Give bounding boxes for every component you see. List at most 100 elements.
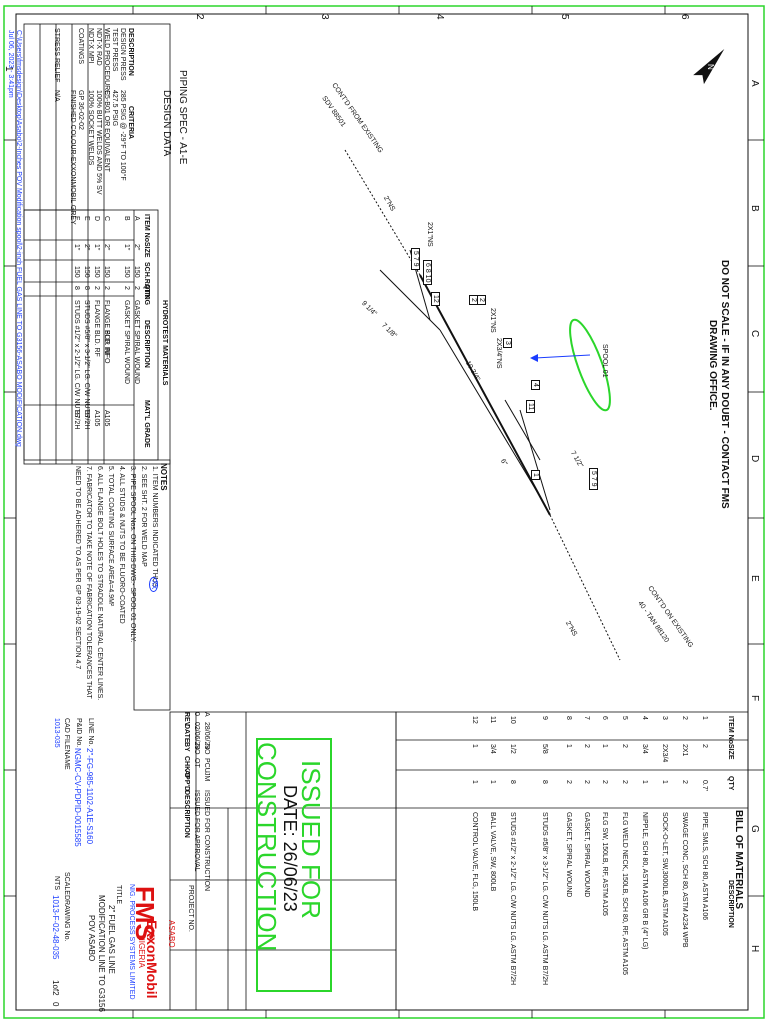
hydrotest-item: D <box>93 216 100 222</box>
bom-item: 10 <box>509 716 516 724</box>
spec-description: TEST PRESS <box>111 28 118 72</box>
revision-header: BY <box>183 742 190 752</box>
project-label: PROJECT NO. <box>187 885 194 932</box>
hydrotest-grade: A105 <box>93 410 100 427</box>
bom-header: SIZE <box>727 744 734 760</box>
revision-header: DESCRIPTION <box>183 790 190 838</box>
callout-box: 12 <box>431 292 440 306</box>
grid-row-label-6: 6 <box>679 14 690 20</box>
revision-rev: 0 <box>193 712 200 716</box>
bom-qty: 1 <box>641 780 648 784</box>
bom-description: CONTROL VALVE, FLG, 150LB <box>471 812 478 912</box>
grid-col-label-h: H <box>749 945 760 953</box>
title-line3: POV ASABO <box>87 915 96 962</box>
bom-qty: 8 <box>541 780 548 784</box>
hydrotest-header: ITEM No. <box>143 214 150 244</box>
note-item: 2. SEE SHT. 2 FOR WELD MAP <box>140 466 147 567</box>
hydrotest-rating: 150 <box>133 266 140 278</box>
construction-stamp <box>256 738 332 992</box>
note-item: 3. PIPE SPOOL Nos. ON THIS DWG:- SPOOL 0… <box>129 466 136 643</box>
bom-description: PIPE, SMLS, SCH 80, ASTM A106 <box>701 812 708 921</box>
hydrotest-qty: 2 <box>93 286 100 290</box>
bom-qty: 1 <box>489 780 496 784</box>
hydrotest-item: B <box>123 216 130 221</box>
spec-description: NDT-X MPI <box>87 28 94 64</box>
spec-description: STRESS RELIEF <box>53 28 60 83</box>
grid-row-label-3: 3 <box>319 14 330 20</box>
hydrotest-size: 1" <box>123 244 130 251</box>
bom-size: 3/4 <box>489 744 496 754</box>
revision-chk: OT <box>193 758 200 768</box>
north-label: N <box>706 64 715 70</box>
hydrotest-size: 1" <box>73 244 80 251</box>
spec-criteria: N/A <box>53 90 60 102</box>
grid-row-label-5: 5 <box>559 14 570 20</box>
hydrotest-qty: 8 <box>73 286 80 290</box>
hydrotest-item: A <box>133 216 140 221</box>
grid-col-label-e: E <box>749 575 760 582</box>
bom-size: 2 <box>621 744 628 748</box>
callout-box: 6 8 10 <box>423 260 432 286</box>
grid-col-label-d: D <box>749 455 760 463</box>
hydrotest-rating: 150 <box>93 266 100 278</box>
file-date: Jul 06, 2023 - 3:41pm <box>7 30 14 98</box>
bom-size: 1 <box>565 744 572 748</box>
bom-qty: 2 <box>681 780 688 784</box>
hydrotest-description: GASKET SPIRAL WOUND <box>133 300 140 385</box>
bom-item: 2 <box>681 716 688 720</box>
hydrotest-size: 1" <box>93 244 100 251</box>
bom-size: 5/8 <box>541 744 548 754</box>
callout-box: 1 <box>531 470 540 480</box>
spec-criteria: 100% BUTT WELDS AND 5% SV <box>95 90 102 195</box>
bom-qty: 2 <box>583 780 590 784</box>
bom-description: STUDS #1/2" x 2-1/2" LG. C/W NUTS LG. AS… <box>509 812 516 986</box>
hydrotest-rating: 150 <box>73 266 80 278</box>
revision-chk: PCU <box>203 758 210 773</box>
drawing-no: 1013-F-02-48-035 <box>51 895 60 960</box>
hydrotest-title: HYDROTEST MATERIALS <box>161 300 168 386</box>
revision-header: DATE <box>183 724 190 743</box>
note-item: 1. ITEM NUMBERS INDICATED THUS <box>151 466 158 588</box>
bom-item: 4 <box>641 716 648 720</box>
callout-box: 11 <box>526 400 535 414</box>
hydrotest-size: 2" <box>83 244 90 251</box>
drawing-label: DRAWING No. <box>63 895 70 942</box>
label-spool: SPOOL 01 <box>601 344 608 378</box>
spec-description: NDT-X RAD <box>95 28 102 66</box>
company-full-name: NIG. PROCESS SYSTEMS LIMITED <box>128 884 135 1000</box>
hydrotest-qty: 2 <box>133 286 140 290</box>
hydrotest-grade: A105 <box>103 410 110 427</box>
grid-col-label-g: G <box>749 825 760 833</box>
bom-qty: 2 <box>621 780 628 784</box>
revision-header: APP'D <box>183 770 190 792</box>
hydrotest-item: E <box>83 216 90 221</box>
bom-description: FLG SW, 150LB, RF, ASTM A105 <box>601 812 608 916</box>
bom-item: 8 <box>565 716 572 720</box>
spec-criteria: GP 36-02-02 <box>77 90 84 130</box>
grid-row-label-4: 4 <box>434 14 445 20</box>
bom-size: 2 <box>701 744 708 748</box>
client-logo: ExxonMobil <box>144 920 160 999</box>
bom-description: STUDS #5/8" x 3-1/2" LG. C/W NUTS LG. AS… <box>541 812 548 986</box>
spec-criteria: 285 PSIG @ -29°F TO 100°F <box>119 90 126 181</box>
hydrotest-description: STUDS #1/2" x 2-1/2" LG. C/W NUTS <box>73 300 80 418</box>
note-item: 4. ALL STUDS & NUTS TO BE FLUORO-COATED <box>118 466 125 624</box>
hydrotest-header: SIZE <box>143 242 150 258</box>
hydrotest-qty: 8 <box>83 286 90 290</box>
title-line2: MODIFICATION LINE TO G3156 <box>97 895 106 1012</box>
header-note-line1: DO NOT SCALE - IF IN ANY DOUBT - CONTACT… <box>719 260 730 509</box>
stamp-line2: DATE: 26/06/23 <box>280 785 300 912</box>
bom-item: 9 <box>541 716 548 720</box>
hydrotest-size: 2" <box>103 244 110 251</box>
spec-criteria: C5-B01 OR EQUIVALENT <box>103 90 110 172</box>
hydrotest-header: DESCRIPTION <box>143 320 150 368</box>
line-no: 2"-FG-985-1102-A1E-S160 <box>85 748 94 845</box>
callout-box: 5 7 9 <box>411 248 420 270</box>
title-line1: 2" FUEL GAS LINE <box>107 905 116 974</box>
bom-header: DESCRIPTION <box>727 880 734 928</box>
north-arrow-icon <box>693 49 725 85</box>
label-ns34: 2X3/4"NS <box>495 338 502 369</box>
hydrotest-size: 2" <box>133 244 140 251</box>
